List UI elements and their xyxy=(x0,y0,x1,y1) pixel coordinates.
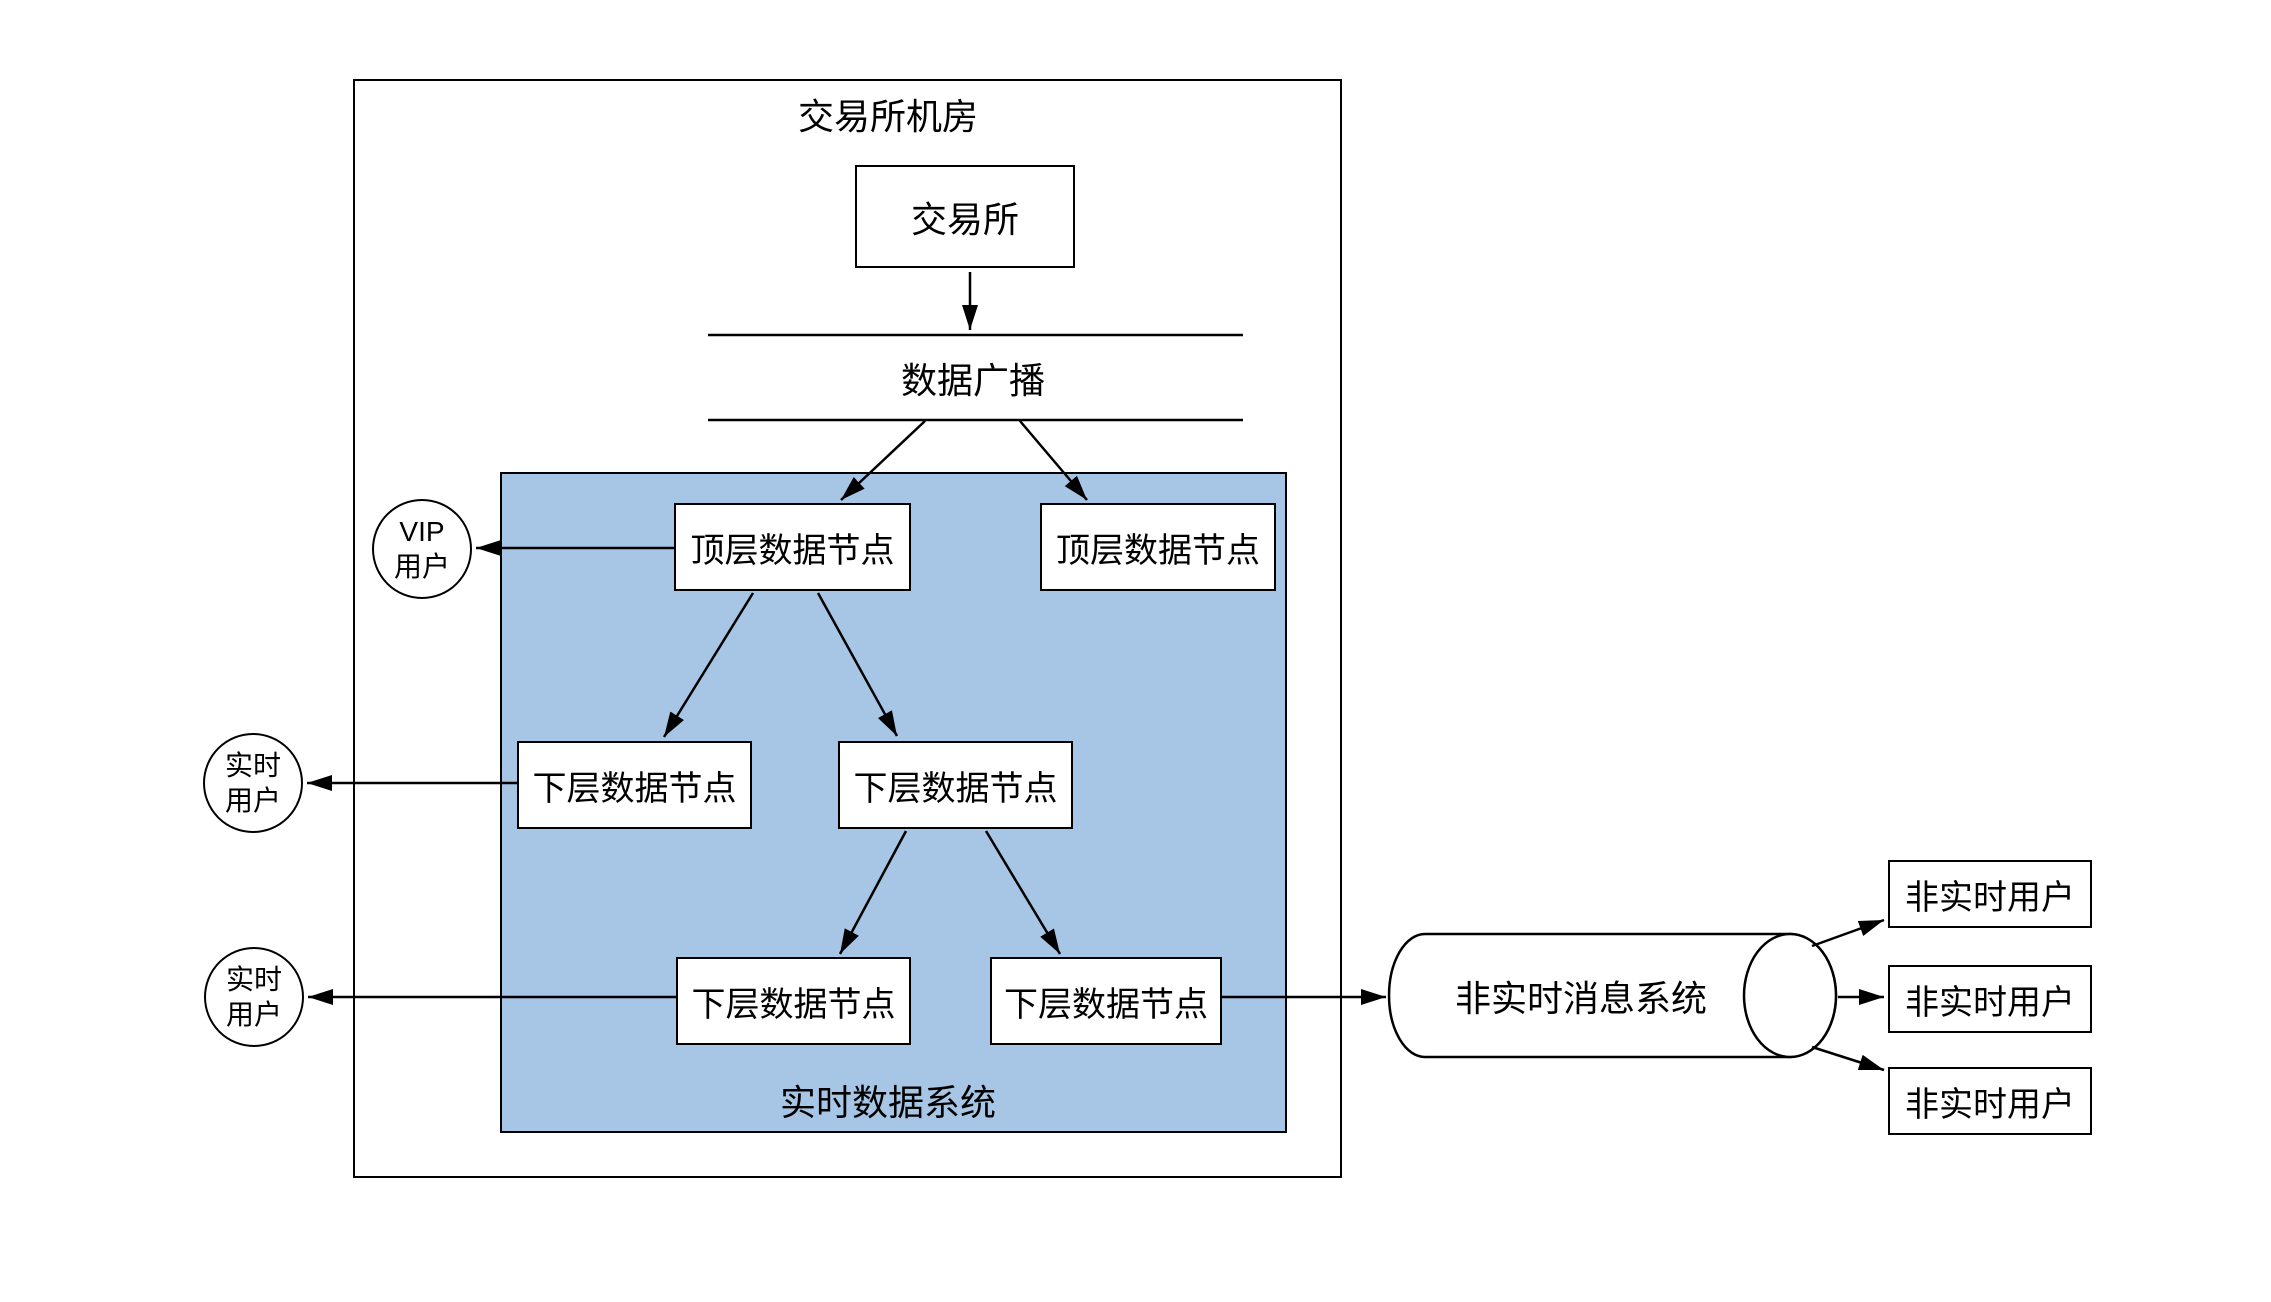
lower-data-node-1: 下层数据节点 xyxy=(517,741,752,829)
realtime-user-2-line1: 实时 xyxy=(225,964,282,995)
realtime-user-1-line2: 用户 xyxy=(224,785,281,816)
lower-data-node-3: 下层数据节点 xyxy=(676,957,911,1045)
lower-data-node-4: 下层数据节点 xyxy=(990,957,1222,1045)
realtime-user-1-line1: 实时 xyxy=(224,750,281,781)
vip-user-line1: VIP xyxy=(399,516,445,547)
exchange-datacenter-container xyxy=(353,79,1342,1178)
datacenter-title: 交易所机房 xyxy=(797,96,979,137)
exchange-node: 交易所 xyxy=(855,165,1075,268)
nonrealtime-user-box-1: 非实时用户 xyxy=(1888,860,2092,928)
realtime-user-circle-1: 实时 用户 xyxy=(203,733,303,833)
arrow-queue-to-nonrealtime-user-3 xyxy=(1811,1045,1885,1072)
arrow-queue-to-nonrealtime-user-1 xyxy=(1811,918,1885,948)
realtime-system-label: 实时数据系统 xyxy=(779,1082,997,1123)
top-data-node-2: 顶层数据节点 xyxy=(1040,503,1276,591)
nonrealtime-user-box-2: 非实时用户 xyxy=(1888,965,2092,1033)
top-data-node-1: 顶层数据节点 xyxy=(674,503,911,591)
lower-data-node-2: 下层数据节点 xyxy=(838,741,1073,829)
queue-label: 非实时消息系统 xyxy=(1454,978,1708,1019)
nonrealtime-user-box-3: 非实时用户 xyxy=(1888,1067,2092,1135)
realtime-user-2-line2: 用户 xyxy=(225,999,282,1030)
realtime-user-circle-2: 实时 用户 xyxy=(204,947,304,1047)
queue-cylinder-cap xyxy=(1742,932,1838,1059)
vip-user-line2: 用户 xyxy=(393,551,450,582)
broadcast-label: 数据广播 xyxy=(900,360,1046,401)
vip-user-circle: VIP 用户 xyxy=(372,499,472,599)
